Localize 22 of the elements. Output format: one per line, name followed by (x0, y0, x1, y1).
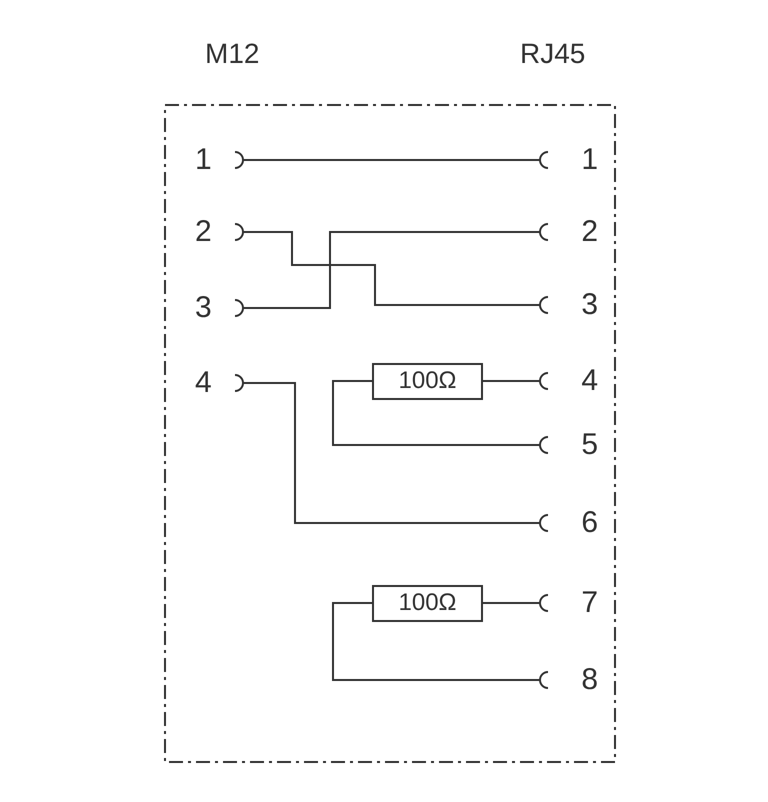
pin-number: 8 (581, 665, 598, 695)
resistor-symbol: 100Ω (372, 362, 483, 400)
pin-number: 5 (581, 430, 598, 460)
resistor-symbol: 100Ω (372, 584, 483, 622)
pin-number: 1 (581, 145, 598, 175)
pin-number: 6 (581, 508, 598, 538)
pin-number: 4 (195, 368, 212, 398)
pin-number: 2 (195, 217, 212, 247)
pin-number: 3 (581, 290, 598, 320)
wire (332, 380, 526, 446)
connector-name: M12 (205, 38, 260, 70)
pin-number: 4 (581, 366, 598, 396)
pin-number: 1 (195, 145, 212, 175)
pin-number: 3 (195, 293, 212, 323)
wire (483, 602, 526, 604)
pin-number: 2 (581, 217, 598, 247)
wire (257, 382, 526, 524)
wire (332, 602, 526, 681)
wire (483, 380, 526, 382)
wire (257, 159, 526, 161)
pin-number: 7 (581, 588, 598, 618)
connector-name: RJ45 (520, 38, 586, 70)
